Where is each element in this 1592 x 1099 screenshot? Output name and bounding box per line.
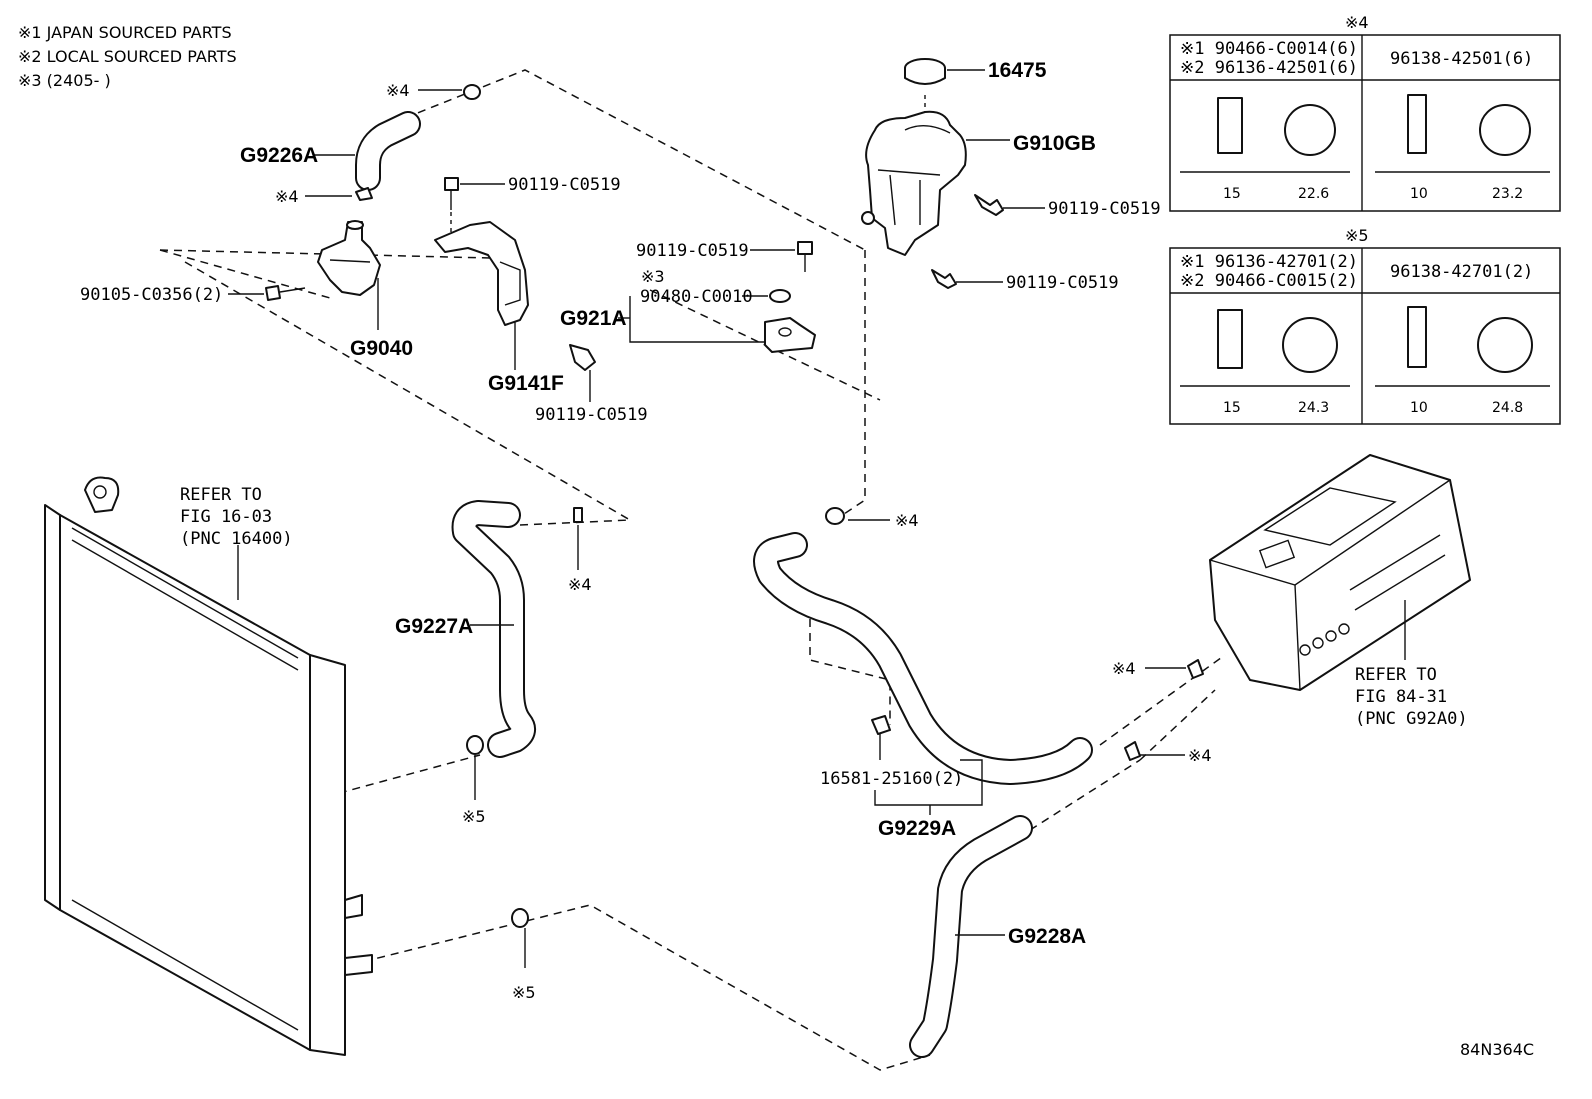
clamp-lower[interactable]: ※5 bbox=[511, 908, 536, 1002]
mark4-inverter: ※4 bbox=[1112, 659, 1136, 678]
radiator-ref-line2[interactable]: FIG 16-03 bbox=[180, 507, 272, 527]
hose-G9228A[interactable]: G9228A bbox=[909, 815, 1086, 1058]
reservoir-cap[interactable]: 16475 bbox=[904, 58, 1047, 112]
notes-legend: ※1 JAPAN SOURCED PARTS ※2 LOCAL SOURCED … bbox=[18, 23, 237, 90]
bolt-bracket-bottom[interactable]: 90119-C0519 bbox=[535, 344, 648, 425]
table4-col2: 96138-42501(6) bbox=[1390, 49, 1533, 69]
hose-G9226A[interactable]: G9226A bbox=[240, 111, 421, 191]
table4-col1-line1: ※1 90466-C0014(6) bbox=[1180, 39, 1358, 59]
water-pump[interactable]: G9040 bbox=[317, 220, 413, 360]
hose-clip[interactable]: 16581-25160(2) G9229A bbox=[820, 715, 983, 840]
reservoir-bolt-right[interactable]: 90119-C0519 bbox=[974, 194, 1161, 219]
label-G9141F[interactable]: G9141F bbox=[488, 372, 564, 395]
dashed-guides bbox=[54, 69, 1226, 1071]
label-G9228A[interactable]: G9228A bbox=[1008, 925, 1086, 948]
note-local-sourced: ※2 LOCAL SOURCED PARTS bbox=[18, 47, 237, 66]
clamp-table-5: ※5 ※1 96136-42701(2) ※2 90466-C0015(2) 9… bbox=[1169, 226, 1561, 425]
label-G921A[interactable]: G921A bbox=[560, 307, 627, 330]
grommet[interactable]: ※3 90480-C0010 bbox=[640, 267, 791, 307]
table4-dim-4: 23.2 bbox=[1492, 186, 1523, 202]
label-G9227A[interactable]: G9227A bbox=[395, 615, 473, 638]
clamp-G9227A-top[interactable]: ※4 bbox=[568, 507, 592, 594]
label-90119-C0519-bottom[interactable]: 90119-C0519 bbox=[535, 405, 648, 425]
label-90119-C0519-top[interactable]: 90119-C0519 bbox=[508, 175, 621, 195]
reservoir-bracket[interactable]: G921A bbox=[560, 296, 816, 353]
pump-bracket[interactable]: G9141F bbox=[434, 221, 564, 395]
diagram-code: 84N364C bbox=[1460, 1040, 1534, 1059]
label-16475[interactable]: 16475 bbox=[988, 59, 1047, 82]
radiator-ref-line3: (PNC 16400) bbox=[180, 529, 293, 549]
table5-col1-line1: ※1 96136-42701(2) bbox=[1180, 252, 1358, 272]
label-16581-25160[interactable]: 16581-25160(2) bbox=[820, 769, 963, 789]
clamp-upper[interactable]: ※4 bbox=[386, 81, 481, 100]
label-90119-C0519-res-right[interactable]: 90119-C0519 bbox=[1048, 199, 1161, 219]
reservoir-bolt-lower[interactable]: 90119-C0519 bbox=[931, 269, 1119, 293]
hose-G9227A[interactable]: G9227A bbox=[395, 500, 536, 758]
mark5-lower: ※5 bbox=[512, 983, 536, 1002]
note-date-range: ※3 (2405- ) bbox=[18, 71, 111, 90]
label-90480-C0010[interactable]: 90480-C0010 bbox=[640, 287, 753, 307]
table4-title: ※4 bbox=[1345, 13, 1369, 32]
table5-title: ※5 bbox=[1345, 226, 1369, 245]
table5-dim-2: 24.3 bbox=[1298, 400, 1329, 416]
radiator[interactable]: REFER TO FIG 16-03 (PNC 16400) bbox=[44, 476, 373, 1056]
inverter-ref-line3: (PNC G92A0) bbox=[1355, 709, 1468, 729]
clamp-table-4: ※4 ※1 90466-C0014(6) ※2 96136-42501(6) 9… bbox=[1169, 13, 1561, 212]
pump-bolt[interactable]: 90105-C0356(2) bbox=[80, 285, 306, 305]
radiator-ref-line1: REFER TO bbox=[180, 485, 262, 505]
label-mark3: ※3 bbox=[641, 267, 665, 286]
hose-G9229A[interactable] bbox=[753, 532, 1093, 785]
coolant-reservoir[interactable]: G910GB bbox=[861, 110, 1096, 256]
clamp-upper-2[interactable]: ※4 bbox=[275, 187, 373, 206]
bolt-top[interactable]: 90119-C0519 bbox=[444, 175, 621, 232]
label-G9229A[interactable]: G9229A bbox=[878, 817, 956, 840]
mark4-mid: ※4 bbox=[568, 575, 592, 594]
label-90119-C0519-res-lower[interactable]: 90119-C0519 bbox=[1006, 273, 1119, 293]
note-japan-sourced: ※1 JAPAN SOURCED PARTS bbox=[18, 23, 232, 42]
table5-col2: 96138-42701(2) bbox=[1390, 262, 1533, 282]
mark4-upper-2: ※4 bbox=[275, 187, 299, 206]
table4-dim-2: 22.6 bbox=[1298, 186, 1329, 202]
table4-dim-1: 15 bbox=[1223, 186, 1241, 202]
clamp-G9228A[interactable]: ※4 bbox=[1124, 741, 1212, 765]
label-G9226A[interactable]: G9226A bbox=[240, 144, 318, 167]
mark4-G9228A: ※4 bbox=[1188, 746, 1212, 765]
mark4-upper: ※4 bbox=[386, 81, 410, 100]
mark4-G9229A: ※4 bbox=[895, 511, 919, 530]
table5-col1-line2: ※2 90466-C0015(2) bbox=[1180, 271, 1358, 291]
clamp-inverter[interactable]: ※4 bbox=[1112, 659, 1204, 679]
clamp-G9227A-bottom[interactable]: ※5 bbox=[462, 735, 486, 826]
table5-dim-1: 15 bbox=[1223, 400, 1241, 416]
table5-dim-3: 10 bbox=[1410, 400, 1428, 416]
table5-dim-4: 24.8 bbox=[1492, 400, 1523, 416]
label-G910GB[interactable]: G910GB bbox=[1013, 132, 1096, 155]
inverter-ref-line1: REFER TO bbox=[1355, 665, 1437, 685]
table4-col1-line2: ※2 96136-42501(6) bbox=[1180, 58, 1358, 78]
table4-dim-3: 10 bbox=[1410, 186, 1428, 202]
label-G9040[interactable]: G9040 bbox=[350, 337, 413, 360]
bolt-bracket-top[interactable]: 90119-C0519 bbox=[636, 241, 813, 272]
mark5-mid: ※5 bbox=[462, 807, 486, 826]
clamp-G9229A-top[interactable]: ※4 bbox=[825, 507, 919, 530]
label-90119-C0519-bracket-top[interactable]: 90119-C0519 bbox=[636, 241, 749, 261]
inverter-ref-line2[interactable]: FIG 84-31 bbox=[1355, 687, 1447, 707]
label-90105-C0356[interactable]: 90105-C0356(2) bbox=[80, 285, 223, 305]
inverter-assembly[interactable]: REFER TO FIG 84-31 (PNC G92A0) bbox=[1209, 454, 1471, 729]
